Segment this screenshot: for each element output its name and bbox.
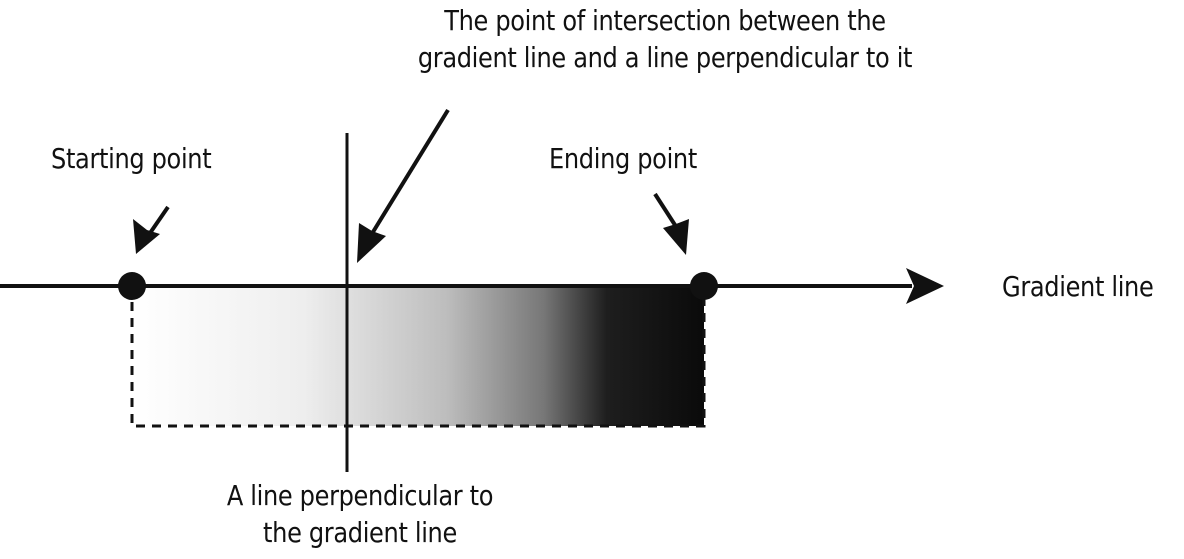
gradient-box — [132, 286, 704, 426]
starting-point-label: Starting point — [51, 142, 212, 175]
perpendicular-label-line-1: A line perpendicular to — [226, 479, 494, 512]
ending-point-arrowhead-icon — [663, 219, 689, 255]
starting-point-arrow-shaft — [146, 205, 170, 238]
intersection-arrowhead-icon — [357, 223, 386, 263]
ending-point-dot — [690, 272, 718, 300]
intersection-arrow-shaft — [371, 108, 450, 234]
perpendicular-line-label: A line perpendicular to the gradient lin… — [205, 477, 515, 551]
intersection-label-line-1: The point of intersection between the — [444, 4, 886, 37]
ending-point-arrow-shaft — [653, 192, 677, 227]
ending-point-label: Ending point — [549, 142, 697, 175]
starting-point-arrowhead-icon — [133, 219, 160, 254]
intersection-label-line-2: gradient line and a line perpendicular t… — [417, 41, 913, 74]
starting-point-dot — [118, 272, 146, 300]
intersection-label: The point of intersection between the gr… — [403, 2, 928, 76]
gradient-line-label: Gradient line — [1002, 270, 1154, 303]
gradient-box-dashed-outline — [130, 286, 706, 428]
perpendicular-label-line-2: the gradient line — [263, 516, 457, 549]
gradient-line-arrowhead-icon — [906, 268, 944, 304]
